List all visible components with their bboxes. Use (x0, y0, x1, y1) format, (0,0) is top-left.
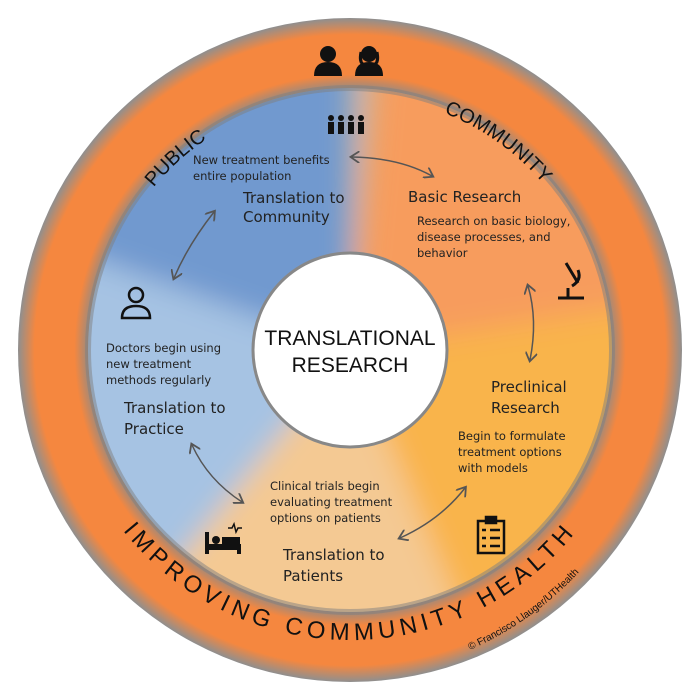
clipboard-checklist-icon (476, 515, 506, 555)
arrow-preclinical-patients (400, 488, 465, 538)
community-desc-2: entire population (193, 169, 291, 183)
person-icon (314, 46, 342, 76)
basic-desc-2: disease processes, and (417, 230, 551, 244)
woman-icon (355, 46, 383, 76)
basic-title: Basic Research (408, 188, 521, 206)
patients-desc-3: options on patients (270, 511, 381, 525)
microscope-icon (558, 262, 584, 300)
preclinical-desc-3: with models (458, 461, 528, 475)
practice-desc-2: new treatment (106, 357, 192, 371)
arrow-practice-patients (192, 445, 242, 502)
preclinical-title-1: Preclinical (491, 378, 567, 396)
patients-title-1: Translation to (282, 546, 385, 564)
center-title-line2: RESEARCH (292, 354, 409, 377)
practice-title-2: Practice (124, 420, 184, 438)
practice-desc-1: Doctors begin using (106, 341, 221, 355)
arrow-basic-preclinical (528, 286, 534, 360)
basic-desc-3: behavior (417, 246, 468, 260)
patients-desc-1: Clinical trials begin (270, 479, 380, 493)
arrow-community-practice (174, 212, 214, 278)
arrow-community-basic (352, 157, 432, 176)
preclinical-title-2: Research (491, 399, 560, 417)
community-title-1: Translation to (242, 189, 345, 207)
basic-desc-1: Research on basic biology, (417, 214, 570, 228)
center-circle (251, 251, 449, 449)
center-title-line1: TRANSLATIONAL (264, 327, 435, 350)
preclinical-desc-2: treatment options (458, 445, 562, 459)
practice-desc-3: methods regularly (106, 373, 211, 387)
preclinical-desc-1: Begin to formulate (458, 429, 566, 443)
patients-title-2: Patients (283, 567, 343, 585)
hospital-bed-icon (205, 521, 242, 554)
patients-desc-2: evaluating treatment (270, 495, 393, 509)
community-title-2: Community (243, 208, 330, 226)
group-of-people-icon (328, 115, 364, 134)
practice-title-1: Translation to (123, 399, 226, 417)
doctor-icon (120, 286, 152, 320)
community-desc-1: New treatment benefits (193, 153, 330, 167)
